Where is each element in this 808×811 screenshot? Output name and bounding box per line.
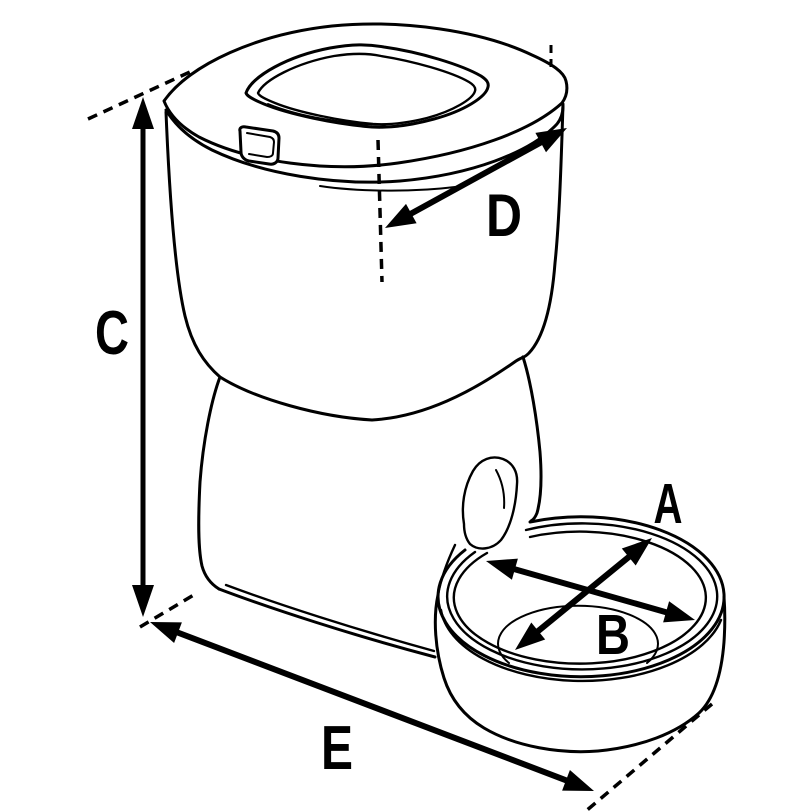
bowl-inner-food-well bbox=[497, 604, 659, 664]
lid-opening-inner bbox=[256, 52, 477, 126]
arrow-b-head-left bbox=[486, 558, 518, 580]
lid-band-bottom-edge bbox=[164, 104, 565, 184]
arrow-b-head-right bbox=[663, 601, 695, 623]
arrow-d-head-right bbox=[535, 128, 567, 153]
food-chute bbox=[461, 456, 519, 550]
hopper-right-edge bbox=[521, 102, 565, 359]
construction-lines bbox=[87, 45, 714, 811]
arrow-b-shaft bbox=[512, 565, 668, 616]
lid-latch bbox=[238, 125, 281, 166]
dimension-label-e: E bbox=[321, 714, 353, 783]
arrow-a-shaft bbox=[535, 553, 632, 635]
arrow-e-shaft bbox=[173, 628, 571, 785]
dimension-arrow-e bbox=[150, 622, 594, 791]
dimension-arrow-b bbox=[486, 558, 695, 623]
base-bottom-outer-edge bbox=[217, 587, 437, 659]
chute-outline bbox=[461, 456, 519, 550]
arrow-a-head-lower bbox=[515, 622, 546, 650]
latch-inner-line bbox=[246, 132, 276, 159]
lid-opening-outer bbox=[244, 43, 490, 129]
dimension-label-a: A bbox=[654, 472, 683, 536]
lid-opening bbox=[244, 43, 490, 129]
arrow-d-head-left bbox=[385, 203, 417, 228]
arrow-c-head-top bbox=[132, 97, 154, 129]
food-bowl bbox=[433, 515, 727, 754]
lid-opening-lip-line bbox=[267, 103, 386, 126]
dimension-label-d: D bbox=[486, 182, 522, 249]
e-extension-dash bbox=[584, 702, 714, 811]
hopper-left-bottom-edge bbox=[164, 110, 525, 422]
arrow-a-head-upper bbox=[621, 538, 652, 566]
lid-center-dash-line bbox=[376, 139, 384, 283]
dimension-label-c: C bbox=[95, 299, 129, 368]
bowl-rim-inner bbox=[452, 530, 708, 665]
dimension-arrow-a bbox=[515, 538, 652, 650]
c-bottom-extension-dash bbox=[139, 591, 198, 629]
feeder-body bbox=[162, 22, 569, 659]
bowl-silhouette bbox=[433, 593, 727, 754]
dimension-arrow-c bbox=[132, 97, 154, 617]
bowl-band-edge bbox=[439, 608, 723, 683]
arrow-d-shaft bbox=[407, 138, 545, 218]
base-left-edge bbox=[197, 375, 222, 591]
arrow-e-head-right bbox=[562, 770, 594, 791]
c-top-extension-dash bbox=[87, 69, 193, 121]
base-right-edge bbox=[521, 355, 543, 523]
chute-inner-line bbox=[495, 469, 506, 509]
arrow-e-head-left bbox=[150, 622, 182, 643]
dimension-label-b: B bbox=[596, 603, 630, 667]
dimension-labels: C D A B E bbox=[95, 182, 683, 783]
hopper-lid bbox=[162, 22, 569, 192]
dimension-arrow-d bbox=[385, 128, 567, 228]
lid-band-double-line bbox=[319, 185, 456, 192]
bowl-rim-middle bbox=[446, 522, 719, 671]
arrow-c-head-bottom bbox=[132, 585, 154, 617]
base-bottom-inner-edge bbox=[224, 583, 436, 653]
